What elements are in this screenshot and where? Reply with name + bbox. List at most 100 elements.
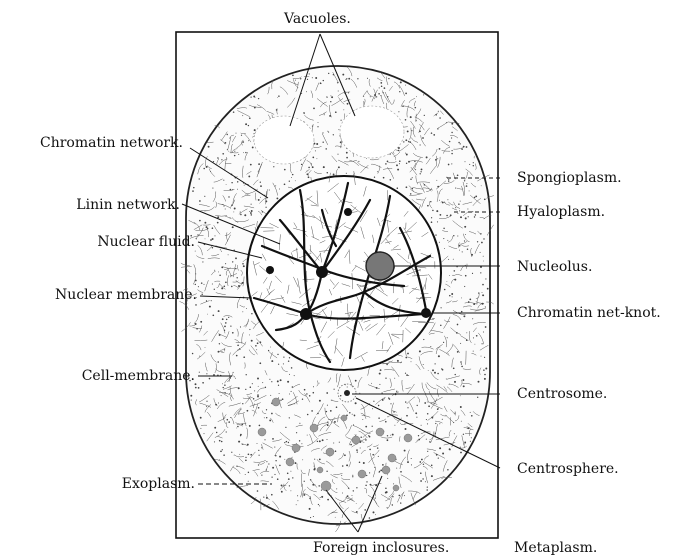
granule <box>431 221 433 223</box>
granule <box>465 275 467 277</box>
granule <box>309 73 310 74</box>
granule <box>320 497 321 498</box>
granule <box>203 168 205 170</box>
granule <box>346 464 348 466</box>
chromatin-knot <box>316 266 328 278</box>
granule <box>370 484 372 486</box>
granule <box>387 478 388 479</box>
granule <box>474 197 476 199</box>
granule <box>454 433 455 434</box>
granule <box>243 265 245 267</box>
granule <box>248 140 249 141</box>
granule <box>291 367 293 369</box>
granule <box>387 416 388 417</box>
granule <box>406 154 408 156</box>
granule <box>424 184 425 185</box>
granule <box>405 93 407 95</box>
granule <box>223 206 224 207</box>
granule <box>258 98 259 99</box>
granule <box>474 216 475 217</box>
granule <box>228 317 229 318</box>
granule <box>190 395 192 397</box>
granule <box>420 480 422 482</box>
granule <box>225 281 227 283</box>
granule <box>406 415 408 417</box>
granule <box>427 486 428 487</box>
granule <box>383 92 384 93</box>
granule <box>427 451 428 452</box>
granule <box>321 496 323 498</box>
granule <box>392 434 394 436</box>
granule <box>251 204 252 205</box>
granule <box>304 389 306 391</box>
granule <box>295 462 297 464</box>
granule <box>297 495 298 496</box>
granule <box>466 183 467 184</box>
granule <box>415 412 417 414</box>
granule <box>245 123 247 125</box>
granule <box>316 158 317 159</box>
granule <box>470 412 471 413</box>
granule <box>461 363 462 364</box>
granule <box>431 475 433 477</box>
granule <box>269 189 270 190</box>
granule <box>411 458 412 459</box>
granule <box>356 449 358 451</box>
granule <box>307 79 308 80</box>
granule <box>210 171 211 172</box>
granule <box>430 346 431 347</box>
granule <box>423 464 424 465</box>
granule <box>214 235 215 236</box>
granule <box>375 498 376 499</box>
granule <box>217 157 218 158</box>
granule <box>275 185 276 186</box>
granule <box>460 406 462 408</box>
granule <box>373 401 374 402</box>
granule <box>317 413 318 414</box>
granule <box>458 142 460 144</box>
granule <box>374 177 375 178</box>
nucleolus-body <box>366 252 394 280</box>
granule <box>481 343 482 344</box>
granule <box>394 425 395 426</box>
granule <box>422 137 424 139</box>
granule <box>296 504 297 505</box>
granule <box>342 493 343 494</box>
granule <box>202 382 204 384</box>
granule <box>218 271 219 272</box>
granule <box>326 392 328 394</box>
granule <box>417 405 418 406</box>
granule <box>246 308 247 309</box>
granule <box>446 378 447 379</box>
granule <box>248 453 250 455</box>
granule <box>314 468 315 469</box>
granule <box>473 303 475 305</box>
granule <box>480 233 481 234</box>
granule <box>284 183 286 185</box>
granule <box>258 464 259 465</box>
granule <box>331 96 333 98</box>
vacuole-right <box>340 106 404 158</box>
granule <box>469 299 471 301</box>
granule <box>279 465 281 467</box>
granule <box>418 435 419 436</box>
granule <box>253 398 255 400</box>
granule <box>400 502 401 503</box>
granule <box>375 484 377 486</box>
granule <box>265 207 266 208</box>
granule <box>348 488 349 489</box>
granule <box>333 442 334 443</box>
granule <box>398 150 399 151</box>
granule <box>427 413 429 415</box>
granule <box>447 199 448 200</box>
granule <box>252 383 253 384</box>
granule <box>440 325 441 326</box>
granule <box>234 376 235 377</box>
granule <box>204 196 205 197</box>
granule <box>271 360 273 362</box>
granule <box>318 122 319 123</box>
granule <box>387 161 389 163</box>
granule <box>323 166 325 168</box>
granule <box>419 130 421 132</box>
granule <box>449 384 450 385</box>
